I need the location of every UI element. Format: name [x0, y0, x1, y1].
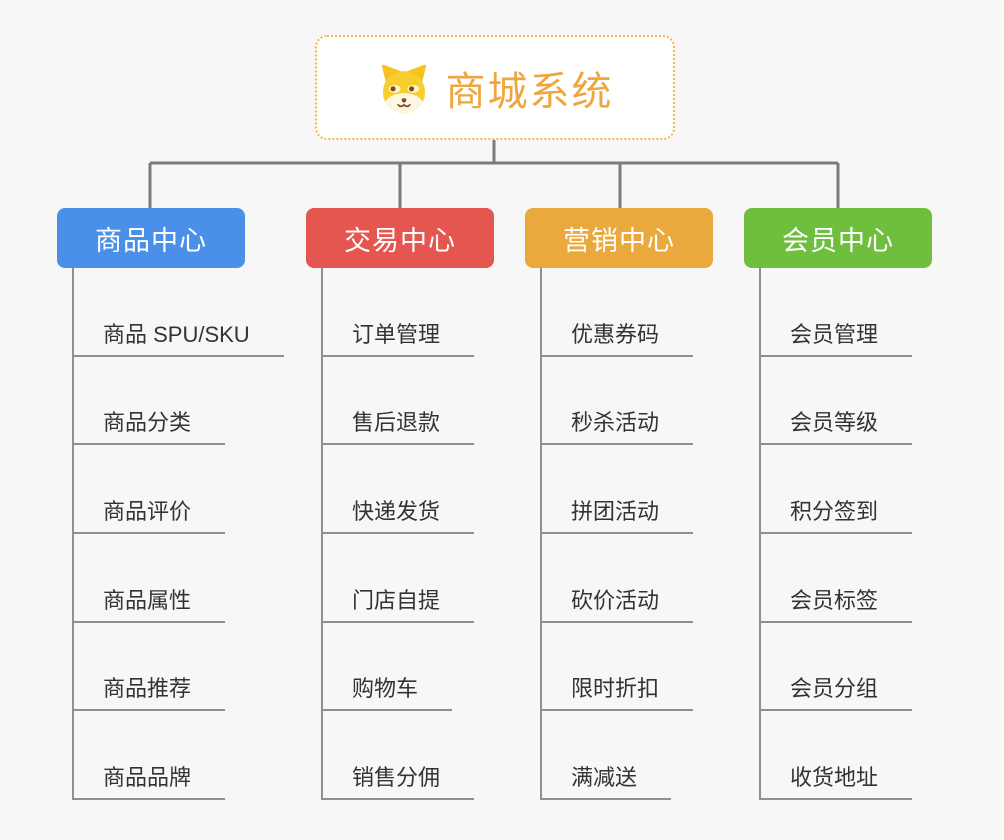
leaf-node[interactable]: 砍价活动 — [542, 534, 694, 623]
branch-children: 会员管理会员等级积分签到会员标签会员分组收货地址 — [759, 268, 932, 801]
root-node[interactable]: 商城系统 — [315, 35, 675, 140]
leaf-node[interactable]: 商品属性 — [74, 534, 226, 623]
leaf-node[interactable]: 商品分类 — [74, 357, 226, 446]
root-title: 商城系统 — [445, 69, 614, 114]
branch-marketing-center: 营销中心 优惠券码秒杀活动拼团活动砍价活动限时折扣满减送 — [525, 208, 713, 801]
branch-header-trade-center[interactable]: 交易中心 — [306, 208, 494, 268]
leaf-node[interactable]: 商品推荐 — [74, 623, 226, 712]
leaf-node[interactable]: 积分签到 — [761, 445, 913, 535]
branch-trade-center: 交易中心 订单管理售后退款快递发货门店自提购物车销售分佣 — [306, 208, 494, 801]
leaf-node[interactable]: 优惠券码 — [542, 268, 694, 357]
leaf-node[interactable]: 快递发货 — [323, 445, 475, 535]
leaf-node[interactable]: 商品 SPU/SKU — [74, 268, 284, 357]
branch-children: 订单管理售后退款快递发货门店自提购物车销售分佣 — [321, 268, 494, 801]
leaf-node[interactable]: 售后退款 — [323, 357, 475, 446]
leaf-node[interactable]: 会员管理 — [761, 268, 913, 357]
leaf-node[interactable]: 商品品牌 — [74, 711, 226, 801]
branch-header-marketing-center[interactable]: 营销中心 — [525, 208, 713, 268]
leaf-node[interactable]: 门店自提 — [323, 534, 475, 623]
leaf-node[interactable]: 收货地址 — [761, 711, 913, 801]
leaf-node[interactable]: 订单管理 — [323, 268, 475, 357]
leaf-node[interactable]: 拼团活动 — [542, 445, 694, 535]
leaf-node[interactable]: 会员标签 — [761, 534, 913, 623]
branch-member-center: 会员中心 会员管理会员等级积分签到会员标签会员分组收货地址 — [744, 208, 932, 801]
leaf-node[interactable]: 销售分佣 — [323, 711, 475, 801]
leaf-node[interactable]: 会员等级 — [761, 357, 913, 446]
branch-header-member-center[interactable]: 会员中心 — [744, 208, 932, 268]
leaf-node[interactable]: 满减送 — [542, 711, 672, 801]
leaf-node[interactable]: 购物车 — [323, 623, 453, 712]
branch-header-product-center[interactable]: 商品中心 — [57, 208, 245, 268]
leaf-node[interactable]: 秒杀活动 — [542, 357, 694, 446]
dog-face-icon — [377, 61, 431, 115]
leaf-node[interactable]: 限时折扣 — [542, 623, 694, 712]
branch-children: 优惠券码秒杀活动拼团活动砍价活动限时折扣满减送 — [540, 268, 713, 801]
leaf-node[interactable]: 商品评价 — [74, 445, 226, 535]
leaf-node[interactable]: 会员分组 — [761, 623, 913, 712]
